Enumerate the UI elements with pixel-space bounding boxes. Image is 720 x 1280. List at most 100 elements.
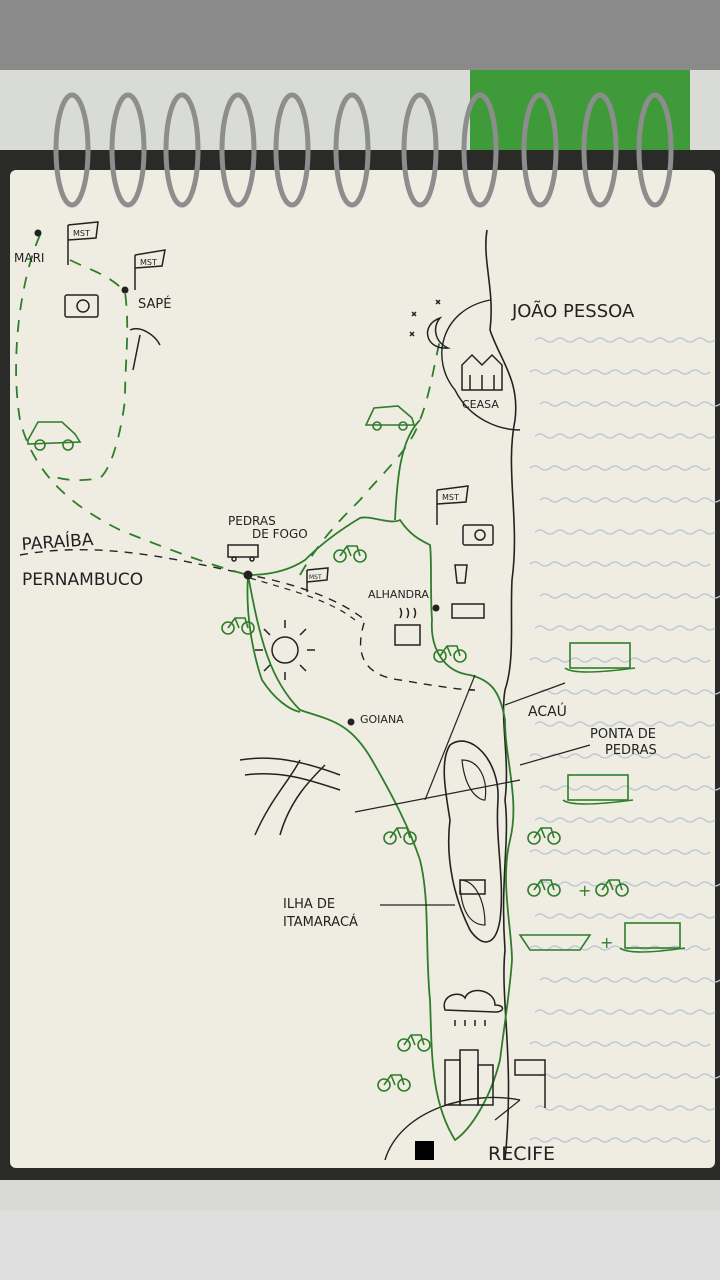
spiral-ring [521,92,559,208]
mst-flag-icon [436,485,469,525]
stars-icon [409,299,441,337]
itamaraca-island [443,740,503,943]
wave-line [534,433,716,439]
spiral-ring [109,92,147,208]
spiral-ring [636,92,674,208]
bus-stop-icon [514,1059,546,1108]
label-itamaraca: ITAMARACÁ [283,914,358,930]
label-recife: RECIFE [488,1143,555,1165]
ferry-icon [562,774,634,805]
bicycle-icon [377,1074,411,1092]
notebook-photo: MST MST MST MST [0,70,720,1210]
mari-dot [34,229,42,237]
camera-icon [64,294,99,318]
moon-icon [426,316,451,349]
plus-sign: + [600,933,613,952]
wave-line [529,465,711,471]
joao-pessoa-area [441,299,521,431]
bicycle-icon [333,545,367,563]
spiral-ring [461,92,499,208]
ferry-icon [619,922,686,953]
bicycle-icon [221,617,255,635]
label-sape: SAPÉ [138,296,171,312]
route-dashed-sape [49,259,129,482]
flag-label: MST [442,493,459,502]
camera-icon [462,524,494,546]
mst-flag-icon [134,249,166,290]
notebook-page [10,170,715,1168]
label-joao-pessoa: JOÃO PESSOA [511,300,635,322]
label-mari: MARI [14,251,44,265]
spiral-ring [163,92,201,208]
mst-flag-icon [67,221,99,265]
rain-cloud-icon [443,989,504,1026]
wave-line [529,369,711,375]
recife-area [384,1096,521,1161]
route-dashed-ceasa [299,339,441,576]
label-itamaraca: ILHA DE [283,897,335,912]
ferry-icon [564,642,636,673]
viewer-marker[interactable] [415,1141,434,1160]
wave-line [529,657,711,663]
sun-icon [255,620,315,680]
cup-icon [454,564,468,584]
label-ponta-de-pedras: PEDRAS [605,743,657,758]
spiral-binding [53,92,674,208]
wave-line [539,977,720,983]
pedras-de-fogo-dot [243,570,253,580]
wave-line [539,785,720,791]
label-goiana: GOIANA [360,713,404,726]
goiana-dot [347,718,355,726]
wave-line [534,1009,716,1015]
label-alhandra: ALHANDRA [368,588,429,601]
sape-dot [121,286,129,294]
wave-line [529,1041,711,1047]
flag-label: MST [140,258,157,267]
label-ceasa: CEASA [462,398,499,411]
flag-label: MST [73,229,90,238]
bicycle-icon [433,645,467,663]
wave-line [539,689,720,695]
wave-line [539,1073,720,1079]
city-buildings-icon [444,1049,494,1106]
bicycle-icon [527,827,561,845]
label-acau: ACAÚ [528,702,567,720]
spiral-ring [273,92,311,208]
boat-icon [518,934,592,951]
hand-drawn-map: MST MST MST MST [0,70,720,1210]
car-icon [364,405,416,431]
state-border [19,548,476,691]
wave-line [539,593,720,599]
wave-line [539,497,720,503]
wave-line [539,881,720,887]
spiral-ring [53,92,91,208]
wave-line [539,401,720,407]
spiral-ring [581,92,619,208]
pickaxe-icon [129,328,161,371]
wave-line [529,849,711,855]
route-main [247,516,515,1142]
bicycle-icon [383,827,417,845]
wave-line [534,1105,716,1111]
bicycle-icon [397,1034,431,1052]
mst-flag-icon [306,567,329,592]
plus-sign: + [578,881,591,900]
car-icon [27,421,82,451]
ceasa-building-icon [461,353,503,391]
wave-line [534,529,716,535]
wave-line [534,337,716,343]
spiral-ring [219,92,257,208]
alhandra-dot [432,604,440,612]
wave-line [529,753,711,759]
flag-label: MST [309,574,322,581]
wave-line [529,1137,711,1143]
wave-line [529,561,711,567]
label-pedras-de-fogo: PEDRAS [228,514,276,528]
viewer-bottom-bar [0,1210,720,1280]
bicycle-icon [527,879,561,897]
coastline [485,229,517,1161]
spiral-ring [401,92,439,208]
wave-line [534,625,716,631]
viewer-top-bar [0,0,720,70]
label-pernambuco: PERNAMBUCO [22,570,143,590]
